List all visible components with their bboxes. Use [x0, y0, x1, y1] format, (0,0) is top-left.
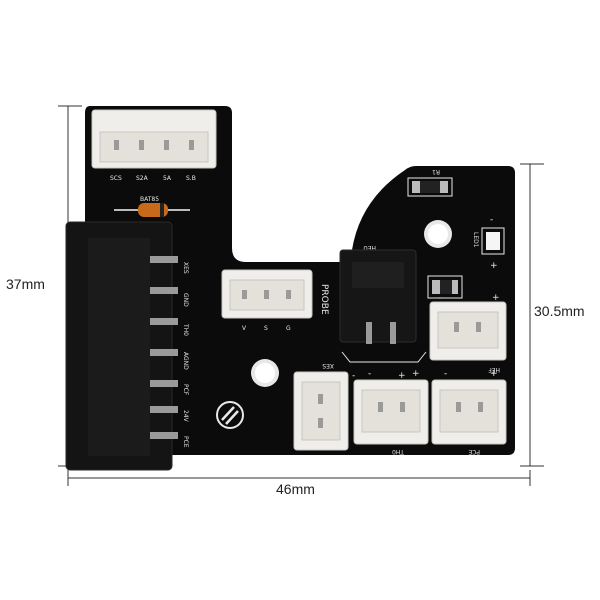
th0-plus: + [412, 369, 420, 379]
dimension-height-right: 30.5mm [534, 303, 585, 319]
led-minus: - [490, 215, 493, 225]
pce-connector [431, 379, 507, 445]
xes-connector [293, 371, 349, 451]
heu-connector [339, 249, 417, 344]
r1-label: R1 [432, 168, 440, 175]
th0-connector [353, 379, 429, 445]
svg-text:TH0: TH0 [182, 323, 189, 336]
svg-text:XES: XES [182, 262, 189, 274]
top-connector-pin-1: SCS [110, 175, 122, 182]
pce-minus: - [444, 369, 447, 379]
th0-minus: - [368, 369, 371, 379]
th0-label: TH0 [392, 448, 405, 455]
resistor-r1 [407, 177, 453, 197]
hef-minus: - [438, 293, 441, 303]
heu-plus: + [398, 371, 406, 381]
led1 [481, 227, 505, 255]
smd-component [427, 275, 463, 299]
mounting-hole-top-inner [428, 224, 448, 244]
probe-pin-v: V [242, 325, 247, 332]
svg-text:PCE: PCE [182, 436, 189, 448]
heu-minus: - [352, 371, 355, 381]
diode [114, 203, 190, 217]
svg-text:AGND: AGND [182, 352, 189, 370]
hef-label: HEF [488, 366, 500, 373]
brand-logo-icon [216, 401, 244, 429]
led-label: LED1 [472, 232, 479, 248]
probe-label: PROBE [319, 284, 329, 315]
mounting-hole-bottom-inner [255, 363, 275, 383]
svg-text:24V: 24V [182, 410, 189, 423]
pce-label: PCE [468, 448, 480, 455]
hef-connector [429, 301, 507, 361]
top-connector-pin-4: S.B [186, 175, 196, 182]
probe-pin-g: G [286, 325, 291, 332]
pce-plus: + [490, 369, 498, 379]
dimension-width-bottom: 46mm [276, 481, 315, 497]
xes-label: XES [322, 362, 334, 369]
main-connector-silk-labels: XES GND TH0 AGND PCF 24V PCE [182, 262, 189, 448]
probe-pin-s: S [264, 325, 268, 332]
top-connector-pin-2: S2A [136, 175, 149, 182]
diode-label: BAT85 [140, 196, 159, 203]
main-connector [65, 221, 178, 471]
probe-connector [221, 269, 313, 319]
dimension-height-left: 37mm [6, 276, 45, 292]
heu-label: HEU [363, 244, 376, 251]
svg-text:GND: GND [182, 293, 189, 307]
hef-plus: + [492, 293, 500, 303]
led-plus: + [490, 261, 498, 271]
top-connector [91, 109, 217, 169]
heu-silk-outline [341, 351, 427, 363]
svg-text:PCF: PCF [182, 384, 189, 396]
top-connector-pin-3: 5A [163, 175, 172, 182]
